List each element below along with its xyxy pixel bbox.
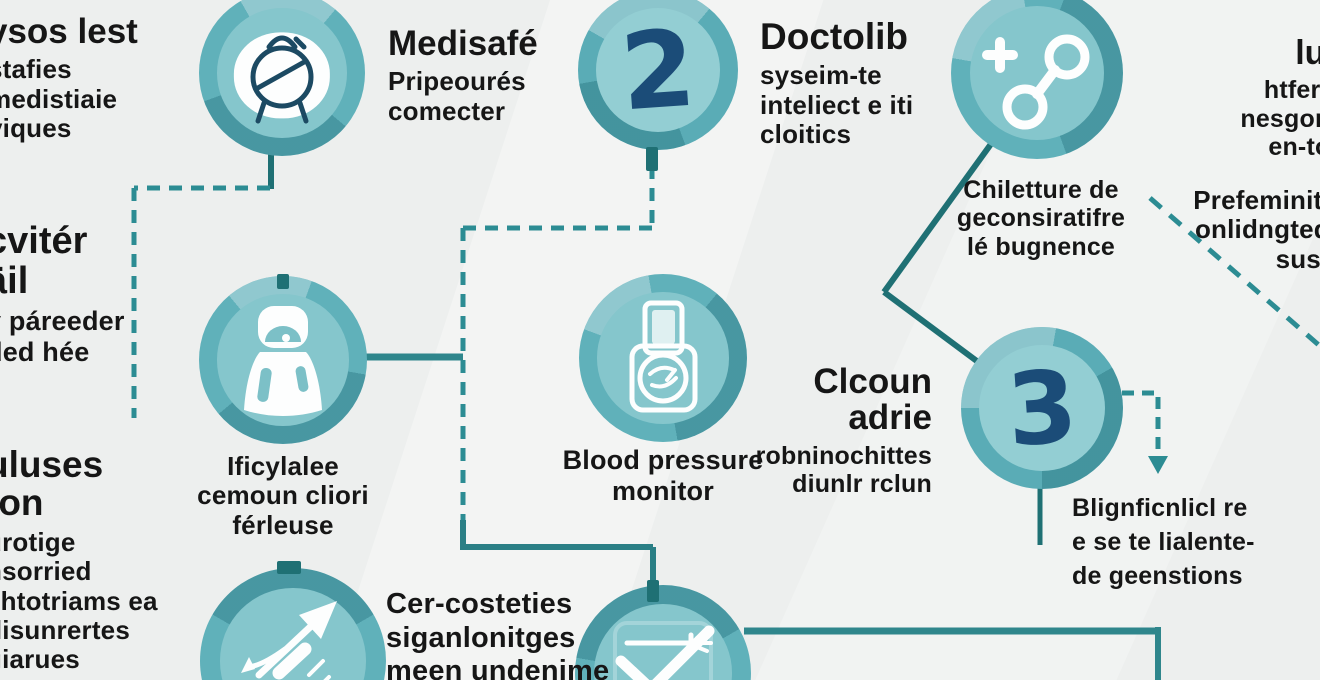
text-block-blignficnlicl: Blignficnlicl re e se te lialente- de ge… [1072, 492, 1320, 593]
doctolib-title: Doctolib [760, 16, 908, 57]
text-block-chiletture: Chiletture de geconsiratifre lé bugnence [952, 176, 1130, 261]
rocket-growth-icon [241, 601, 337, 680]
uluses-line: tlisunrertes [0, 615, 131, 646]
node-step-3: 3 [961, 327, 1123, 489]
lucid-title: lucidi [1295, 34, 1320, 72]
prefeminit-line: susteid [1275, 243, 1320, 274]
plus-share-icon [982, 34, 1090, 130]
node-step-2: 2 [578, 0, 738, 150]
step-3-number: 3 [1003, 347, 1081, 469]
circle-inner [978, 344, 1106, 472]
text-block-ificylalee: Ificylalee cemoun cliori férleuse [165, 451, 401, 540]
uluses-line: ehtotriams ea [0, 585, 158, 616]
text-block-blood-pressure: Blood pressure monitor [551, 445, 775, 506]
clcoun-title-line: Clcoun [813, 362, 932, 401]
clcoun-line: robninochittes [755, 441, 932, 470]
doctolib-line: syseim-te [760, 60, 882, 91]
blood-pressure-line: monitor [612, 475, 714, 506]
text-block-clcoun: Clcoun adrie robninochittes diunlr rclun [728, 362, 932, 499]
text-block-top-left: ysos lest stafies medistiaie viques [0, 12, 138, 144]
text-block-cviter: cvitér äil y páreeder ded hée [0, 220, 125, 367]
chiletture-line: Chiletture de [963, 176, 1119, 204]
circle-inner [595, 7, 721, 133]
prefeminit-line: onlidngted co [1194, 214, 1320, 245]
prefeminit-line: Prefeminit tck [1193, 185, 1320, 215]
blignficnlicl-line: e se te lialente- [1072, 527, 1255, 556]
medisafe-line: Pripeourés [388, 66, 526, 97]
uluses-title-line: uluses [0, 444, 104, 485]
top-left-line: viques [0, 113, 72, 144]
clcoun-title-line: adrie [848, 398, 932, 438]
lucid-line: en-todind [1268, 132, 1320, 161]
uluses-line: urotige [0, 526, 76, 557]
text-block-uluses: uluses ton urotige nsorried ehtotriams e… [0, 444, 158, 675]
text-block-cercosteties: Cer-costeties siganlonitges meen undenim… [386, 588, 609, 680]
top-left-line: stafies [0, 54, 72, 85]
cviter-line: y páreeder [0, 306, 125, 337]
cercosteties-line: Cer-costeties [386, 588, 573, 620]
clcoun-line: diunlr rclun [792, 470, 932, 499]
node-medisafe [199, 0, 365, 156]
cercosteties-line: meen undenime [386, 655, 610, 680]
lucid-line: nesgon pod [1240, 104, 1320, 133]
cviter-title-line: cvitér [0, 220, 88, 262]
checkmark-syringe-icon [613, 621, 715, 680]
text-block-doctolib: Doctolib syseim-te inteliect e iti cloit… [760, 16, 914, 150]
ificylalee-line: Ificylalee [227, 451, 339, 481]
blood-pressure-monitor-icon [629, 300, 698, 413]
uluses-line: giarues [0, 644, 80, 675]
blood-pressure-line: Blood pressure [562, 445, 764, 475]
cviter-line: ded hée [0, 336, 90, 367]
chiletture-line: lé bugnence [966, 232, 1116, 261]
text-block-lucid: lucidi htferace c nesgon pod en-todind [1184, 34, 1320, 161]
ificylalee-line: cemoun cliori [197, 480, 369, 511]
uluses-title-line: ton [0, 482, 44, 524]
cercosteties-line: siganlonitges [386, 621, 576, 654]
text-block-medisafe: Medisafé Pripeourés comecter [388, 24, 538, 126]
medication-timer-icon [250, 35, 314, 124]
medisafe-line: comecter [388, 95, 506, 126]
node-check [575, 585, 751, 680]
doctolib-line: inteliect e iti [760, 89, 914, 120]
node-rocket [200, 568, 386, 680]
text-block-prefeminit: Prefeminit tck onlidngted co susteid [1168, 185, 1320, 274]
medisafe-title: Medisafé [388, 24, 538, 63]
blignficnlicl-line: de geenstions [1072, 561, 1243, 590]
cviter-title-line: äil [0, 259, 29, 302]
node-bag [199, 276, 367, 444]
uluses-line: nsorried [0, 556, 92, 587]
doctolib-line: cloitics [760, 119, 852, 150]
node-bp-monitor [579, 274, 747, 442]
top-left-line: medistiaie [0, 83, 118, 114]
chiletture-line: geconsiratifre [956, 204, 1126, 233]
ificylalee-line: férleuse [232, 509, 334, 540]
step-2-number: 2 [616, 6, 700, 134]
medical-bag-icon [244, 306, 322, 416]
blignficnlicl-line: Blignficnlicl re [1072, 494, 1248, 522]
node-share [951, 0, 1123, 159]
top-left-title: ysos lest [0, 12, 138, 51]
lucid-line: htferace c [1263, 76, 1320, 105]
